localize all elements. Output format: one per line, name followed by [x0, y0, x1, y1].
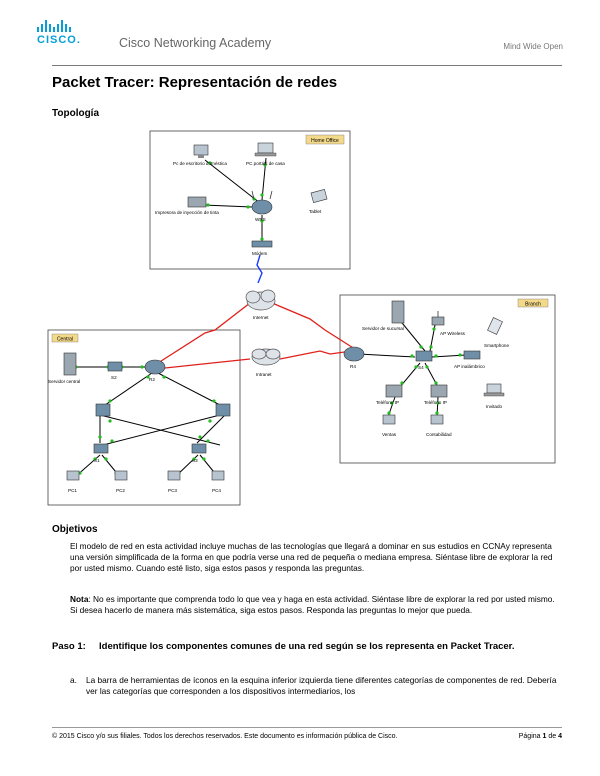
page-title: Packet Tracer: Representación de redes: [52, 74, 338, 91]
internet-label: Internet: [253, 315, 269, 320]
s2-label: S2: [111, 375, 117, 380]
footer-divider: [52, 727, 562, 728]
footer-page-number: Página 1 de 4: [519, 733, 562, 740]
tagline: Mind Wide Open: [503, 42, 563, 51]
note-label: Nota: [70, 594, 89, 604]
ip-phone-1-label: Teléfono IP: [376, 400, 399, 405]
modem-icon: [251, 240, 273, 248]
note-text: : No es importante que comprenda todo lo…: [70, 594, 555, 615]
topology-heading: Topología: [52, 108, 100, 119]
serial-link: [256, 254, 263, 284]
pc-icons: [66, 470, 225, 481]
server-central-icon: [63, 352, 77, 376]
intranet-label: Intranet: [256, 372, 272, 377]
intranet-cloud-icon: [251, 348, 281, 366]
sales-label: Ventas: [382, 432, 397, 437]
s1-label: S1: [94, 458, 100, 463]
ap-multimedia-label: AP inalámbrico: [454, 364, 485, 369]
router-r2-icon: [144, 359, 166, 375]
home-laptop-icon: [254, 142, 277, 157]
multilayer-switch-right-icon: [215, 403, 231, 417]
tablet-label: Tablet: [309, 209, 322, 214]
ap-label: AP Wireless: [440, 331, 466, 336]
server-branch-icon: [391, 300, 405, 324]
cisco-wordmark: CISCO.: [37, 34, 81, 46]
switch-s1-icon: [93, 443, 109, 454]
printer-label: Impresora de inyección de tinta: [155, 210, 219, 215]
multilayer-switch-left-icon: [95, 403, 111, 417]
r2-label: R2: [149, 377, 155, 382]
s4-label: S4: [418, 365, 424, 370]
objectives-heading: Objetivos: [52, 524, 98, 535]
s3-label: S3: [192, 458, 198, 463]
objectives-paragraph: El modelo de red en esta actividad inclu…: [70, 541, 553, 573]
central-area: [47, 329, 241, 506]
switch-s4-icon: [415, 350, 433, 362]
guest-laptop-icon: [483, 383, 505, 397]
guest-label: Invitado: [486, 404, 503, 409]
home-router-label: WRS: [255, 217, 266, 222]
accounting-label: Contabilidad: [426, 432, 452, 437]
header-divider: [52, 65, 562, 66]
item-a-text: La barra de herramientas de íconos en la…: [86, 675, 557, 696]
item-a-letter: a.: [70, 675, 77, 685]
r4-label: R4: [350, 364, 356, 369]
internet-cloud-icon: [245, 289, 276, 311]
switch-s3-icon: [191, 443, 207, 454]
footer-copyright: © 2015 Cisco y/o sus filiales. Todos los…: [52, 733, 398, 740]
page-prefix: Página: [518, 733, 543, 740]
tablet-icon: [310, 188, 328, 204]
access-point-icon: [431, 311, 445, 326]
page-total: 4: [558, 733, 562, 740]
pc4-label: PC4: [212, 488, 221, 493]
branch-area: [339, 294, 556, 464]
note-paragraph: Nota: No es importante que comprenda tod…: [70, 594, 560, 616]
wireless-router-icon: [251, 190, 273, 215]
academy-name: Cisco Networking Academy: [119, 36, 272, 50]
home-office-label: Home Office: [311, 138, 339, 144]
step-1-title: Identifique los componentes comunes de u…: [99, 641, 515, 652]
step-1-number: Paso 1:: [52, 641, 86, 652]
topology-diagram: Home Office Central Branch: [47, 130, 556, 506]
home-pc-icon: [193, 144, 209, 158]
page-mid: de: [546, 733, 559, 740]
router-r4-icon: [343, 346, 365, 362]
printer-icon: [187, 196, 207, 208]
pc2-label: PC2: [116, 488, 125, 493]
ip-phone-icons: [385, 384, 448, 398]
smartphone-label: Smartphone: [484, 343, 509, 348]
home-pc-label: Pc de escritorio doméstica: [173, 161, 227, 166]
branch-pc-icons: [382, 414, 444, 425]
wireless-ap-icon: [463, 350, 481, 360]
server-branch-label: Servidor de sucursal: [362, 326, 404, 331]
switch-s2-icon: [107, 361, 123, 372]
central-label: Central: [57, 337, 73, 343]
wan-links: [157, 302, 359, 369]
ip-phone-2-label: Teléfono IP: [424, 400, 447, 405]
page-current: 1: [542, 733, 547, 740]
modem-label: Módem: [252, 251, 267, 256]
pc3-label: PC3: [168, 488, 177, 493]
smartphone-icon: [487, 317, 503, 335]
branch-label: Branch: [525, 302, 541, 308]
pc1-label: PC1: [68, 488, 77, 493]
server-central-label: Servidor central: [48, 379, 80, 384]
home-laptop-label: PC portátil de casa: [246, 161, 285, 166]
